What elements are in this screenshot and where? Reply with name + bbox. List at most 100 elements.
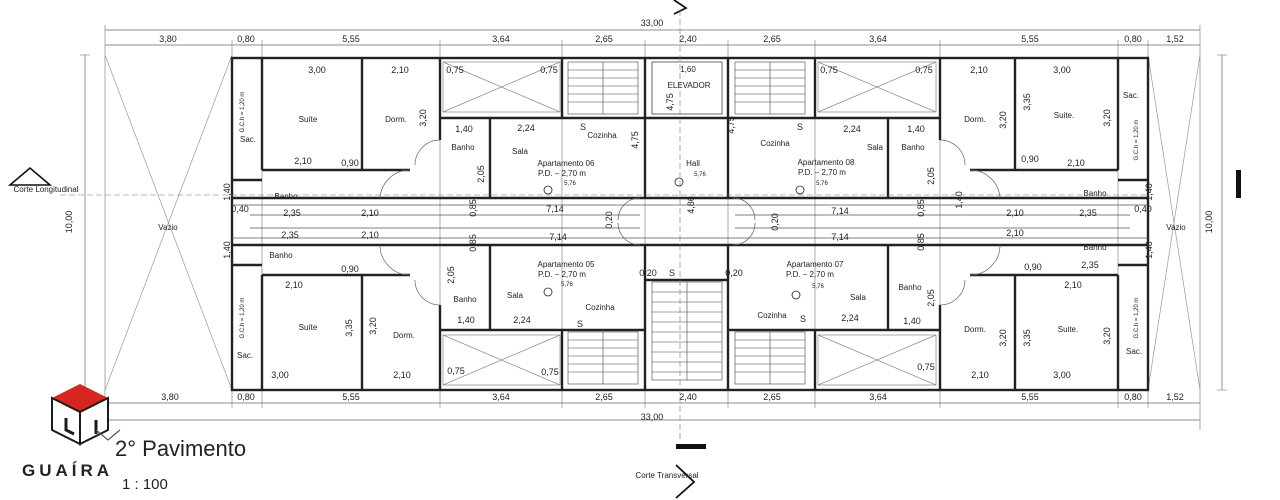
dim-elev-h: 4,75 xyxy=(665,93,675,111)
dim-shaft-nw: 0,75 xyxy=(446,65,464,75)
banho-label-e1: Banho xyxy=(1083,189,1107,198)
bottom-dimensions: 3,80 0,80 5,55 3,64 2,65 2,40 2,65 3,64 … xyxy=(161,392,1184,422)
section-markers: Corte Longitudinal Corte Transversal xyxy=(7,0,1241,499)
sac-label-sw: Sac. xyxy=(237,351,253,360)
dim-sala-07: 7,14 xyxy=(831,232,849,242)
apt-08-name: Apartamento 08 xyxy=(798,158,855,167)
apt-07-pd: P.D. – 2,70 m xyxy=(786,270,834,279)
dim-door-07: 0,85 xyxy=(916,233,926,251)
dim-top-10: 0,80 xyxy=(1124,34,1142,44)
dim-door-08: 0,85 xyxy=(916,199,926,217)
sala-label-07: Sala xyxy=(850,293,867,302)
dim-corr-e1: 2,10 xyxy=(1006,208,1024,218)
corridor-lines xyxy=(232,204,1148,239)
stair-label-06: S xyxy=(580,122,586,132)
drawing-scale: 1 : 100 xyxy=(122,476,168,493)
dim-top-6: 2,40 xyxy=(679,34,697,44)
cozinha-label-06: Cozinha xyxy=(587,131,617,140)
cozinha-label-07: Cozinha xyxy=(757,311,787,320)
dim-banho-e1: 2,35 xyxy=(1079,208,1097,218)
room-labels: Suíte Suíte Dorm. Dorm. Suite. Suite. Do… xyxy=(237,65,1142,360)
dim-top-5: 2,65 xyxy=(595,34,613,44)
dim-sac-sw: 2,10 xyxy=(285,280,303,290)
dim-dorm-h-sw: 3,20 xyxy=(368,317,378,335)
stair-label-07: S xyxy=(800,314,806,324)
dim-corr-h-e2: 1,40 xyxy=(1144,241,1154,259)
dim-bottom-9: 5,55 xyxy=(1021,392,1039,402)
banho-label-e2: Banho xyxy=(1083,243,1107,252)
stair-label-hall: S xyxy=(669,268,675,278)
apt-05-name: Apartamento 05 xyxy=(538,260,595,269)
dim-suite-h-sw: 3,35 xyxy=(344,319,354,337)
dim-wall-08: 0,20 xyxy=(770,213,780,231)
dim-kitchen-h-08: 4,75 xyxy=(726,116,736,134)
dim-total-bottom: 33,00 xyxy=(641,412,664,422)
apartment-labels: Apartamento 06 P.D. – 2,70 m 5,76 Aparta… xyxy=(538,158,855,290)
gc-label-nw: G.C.h = 1,20 m xyxy=(240,92,246,133)
dim-bottom-3: 5,55 xyxy=(342,392,360,402)
dorm-label-sw: Dorm. xyxy=(393,331,415,340)
dim-bath-h-07: 2,05 xyxy=(926,289,936,307)
dim-hall-h: 4,86 xyxy=(686,196,696,214)
dim-kitchen-h-06: 4,75 xyxy=(630,131,640,149)
dim-shaft-sw2: 0,75 xyxy=(541,367,559,377)
section-arrow-top xyxy=(673,0,688,15)
dim-corr-h-e1: 1,40 xyxy=(1144,183,1154,201)
dim-bath-07: 1,40 xyxy=(903,316,921,326)
dim-shaft-se: 0,75 xyxy=(917,362,935,372)
vazio-right-label: Vazio xyxy=(1166,223,1186,232)
dim-shaft-sw: 0,75 xyxy=(447,366,465,376)
dim-corr-w1: 2,10 xyxy=(361,208,379,218)
dim-bath-05: 1,40 xyxy=(457,315,475,325)
sac-label-ne: Sac. xyxy=(1123,91,1139,100)
dim-bath-h-08: 2,05 xyxy=(926,167,936,185)
brand-name: GUAÍRA xyxy=(22,461,113,480)
dim-bottom-8: 3,64 xyxy=(869,392,887,402)
dim-kitchen-07: 2,24 xyxy=(841,313,859,323)
dim-corr-e2: 2,10 xyxy=(1006,228,1024,238)
stair-label-05: S xyxy=(577,319,583,329)
apt-07-name: Apartamento 07 xyxy=(787,260,844,269)
dim-top-11: 1,52 xyxy=(1166,34,1184,44)
dim-banho-w2: 2,35 xyxy=(281,230,299,240)
dim-wall-06: 0,20 xyxy=(604,211,614,229)
suite-label-nw: Suíte xyxy=(299,115,318,124)
dim-kitchen-08: 2,24 xyxy=(843,124,861,134)
gc-label-se: G.C.h = 1,20 m xyxy=(1134,298,1140,339)
dim-bottom-4: 3,64 xyxy=(492,392,510,402)
dim-suite-h-se: 3,35 xyxy=(1022,329,1032,347)
dim-kitchen-05: 2,24 xyxy=(513,315,531,325)
dim-total-right: 10,00 xyxy=(1204,211,1214,234)
hall-label: Hall xyxy=(686,159,700,168)
vazio-left-label: Vazio xyxy=(158,223,178,232)
dim-corr-h-w1: 1,40 xyxy=(222,183,232,201)
dim-total-left: 10,00 xyxy=(64,211,74,234)
dim-sac-ne: 2,10 xyxy=(1067,158,1085,168)
dim-corr-h-mid: 1,40 xyxy=(954,191,964,209)
walls xyxy=(230,56,1150,392)
dim-suite-sw: 3,00 xyxy=(271,370,289,380)
north-arrow-icon xyxy=(95,429,121,441)
dim-banho-w1: 2,35 xyxy=(283,208,301,218)
sac-label-nw: Sac. xyxy=(240,135,256,144)
dim-suite-ne: 3,00 xyxy=(1053,65,1071,75)
section-transversal-label: Corte Transversal xyxy=(635,471,698,480)
dim-bath-08: 1,40 xyxy=(907,124,925,134)
dim-sac-nw2: 0,90 xyxy=(341,158,359,168)
apt-08-pd: P.D. – 2,70 m xyxy=(798,168,846,177)
apt-06-name: Apartamento 06 xyxy=(538,159,595,168)
suite-label-sw: Suíte xyxy=(299,323,318,332)
apt-05-level: 5,76 xyxy=(561,282,573,288)
elevator-width: 1,60 xyxy=(680,65,696,74)
dim-top-4: 3,64 xyxy=(492,34,510,44)
apt-06-level: 5,76 xyxy=(564,181,576,187)
dim-shaft-ne2: 0,75 xyxy=(915,65,933,75)
dim-dorm-h-se2: 3,20 xyxy=(1102,327,1112,345)
dim-corr-small-w: 0,40 xyxy=(231,204,249,214)
apt-06-pd: P.D. – 2,70 m xyxy=(538,169,586,178)
drawing-title: 2° Pavimento xyxy=(115,436,246,461)
dim-bottom-1: 3,80 xyxy=(161,392,179,402)
door-swings xyxy=(379,139,1001,306)
dim-banho-e2: 2,35 xyxy=(1081,260,1099,270)
